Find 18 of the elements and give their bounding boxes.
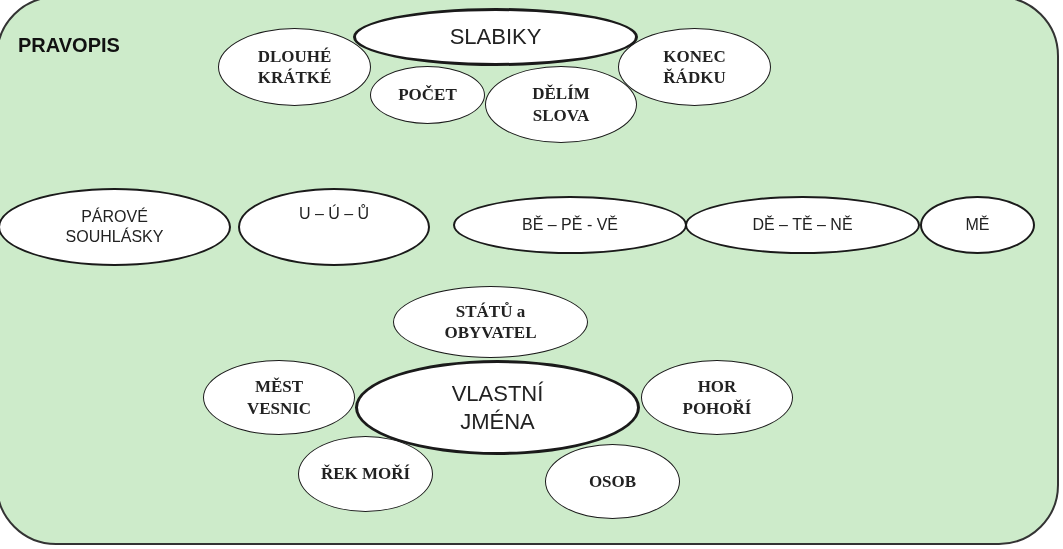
topic-label: KONEC ŘÁDKU <box>662 45 727 89</box>
topic-label: U – Ú – Ů <box>298 204 370 224</box>
topic-label: DĚ – TĚ – NĚ <box>752 215 853 235</box>
topic-label: DĚLÍM SLOVA <box>531 83 591 126</box>
topic-label: MĚ <box>965 215 990 235</box>
topic-ellipse <box>370 66 485 124</box>
topic-label: ŘEK MOŘÍ <box>320 463 411 485</box>
topic-label: DLOUHÉ KRÁTKÉ <box>256 45 333 89</box>
topic-label: SLABIKY <box>449 23 542 51</box>
panel-title: PRAVOPIS <box>18 34 120 57</box>
topic-label: POČET <box>398 84 457 106</box>
topic-label: STÁTŮ a OBYVATEL <box>443 300 538 344</box>
topic-label: PÁROVÉ SOUHLÁSKY <box>64 207 165 247</box>
topic-label: MĚST VESNIC <box>245 376 313 419</box>
topic-label: VLASTNÍ JMÉNA <box>450 380 545 435</box>
topic-label: OSOB <box>588 470 637 493</box>
topic-label: HOR POHOŘÍ <box>681 376 753 419</box>
topic-label: BĚ – PĚ - VĚ <box>521 215 618 235</box>
